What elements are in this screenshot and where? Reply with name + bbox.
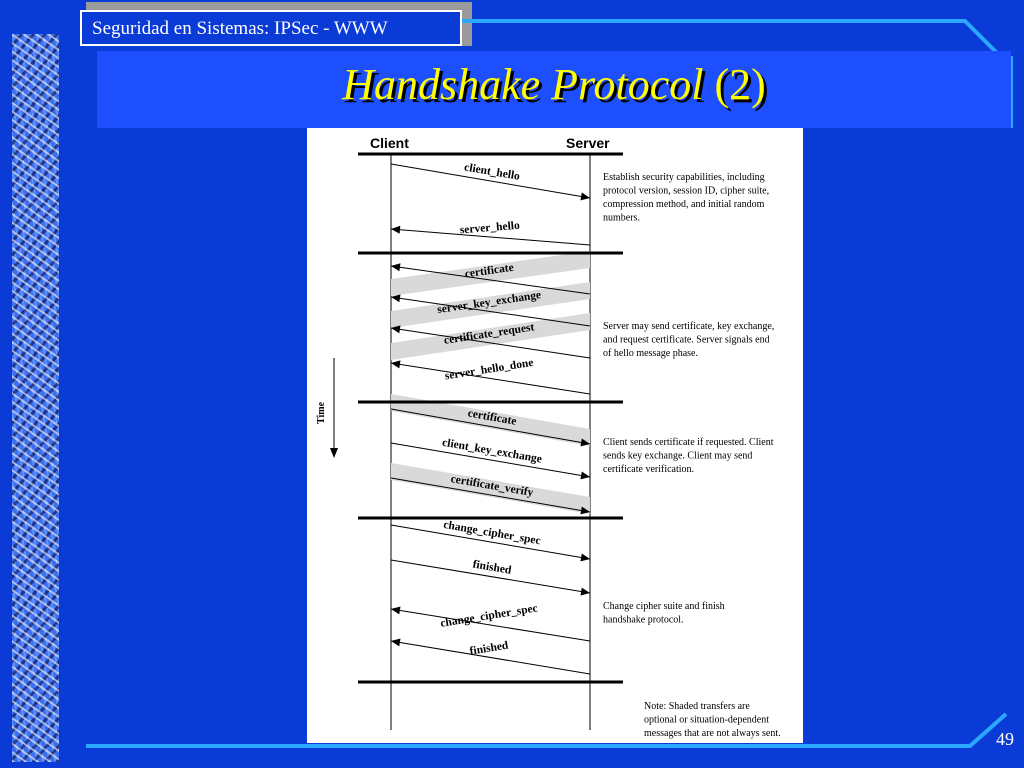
time-label: Time <box>316 401 327 424</box>
phase-description-line: handshake protocol. <box>603 615 684 626</box>
message-label: change_cipher_spec <box>440 602 539 629</box>
phase-description-line: protocol version, session ID, cipher sui… <box>603 186 769 197</box>
message-arrow-line <box>390 640 591 675</box>
note-line: optional or situation-dependent <box>644 715 769 726</box>
phase-description-line: Establish security capabilities, includi… <box>603 172 765 183</box>
message-arrowhead <box>580 553 590 562</box>
message-arrowhead <box>580 438 590 447</box>
decorative-texture-strip <box>12 34 59 762</box>
phase-description-line: certificate verification. <box>603 464 694 475</box>
message-arrowhead <box>580 587 590 596</box>
page-number: 49 <box>996 729 1014 749</box>
shaded-transfer-band <box>391 251 590 296</box>
title-suffix: (2) <box>714 60 766 109</box>
shaded-transfer-band <box>391 394 590 446</box>
shaded-transfer-band <box>391 463 590 514</box>
message-arrowhead <box>391 325 401 334</box>
message-arrow-line <box>390 163 591 199</box>
message-arrow-line <box>390 477 591 513</box>
phase-description-line: Client sends certificate if requested. C… <box>603 437 774 448</box>
message-arrow-line <box>390 362 591 395</box>
message-label: change_cipher_spec <box>443 519 542 547</box>
note-line: Note: Shaded transfers are <box>644 701 750 712</box>
message-label: server_hello <box>459 220 520 237</box>
message-arrowhead <box>391 360 401 369</box>
message-arrow-line <box>390 228 591 246</box>
client-label: Client <box>370 135 409 151</box>
course-tab: Seguridad en Sistemas: IPSec - WWW <box>80 10 462 46</box>
server-label: Server <box>566 135 610 151</box>
message-arrowhead <box>580 471 590 480</box>
message-arrowhead <box>391 294 401 303</box>
message-arrow-line <box>390 608 591 642</box>
course-title: Seguridad en Sistemas: IPSec - WWW <box>92 18 388 39</box>
message-arrow-line <box>390 408 591 445</box>
message-arrowhead <box>391 225 401 234</box>
phase-description-line: sends key exchange. Client may send <box>603 451 752 462</box>
note-line: messages that are not always sent. <box>644 728 781 739</box>
message-label: finished <box>469 639 510 657</box>
time-axis-arrowhead <box>330 448 338 458</box>
message-arrowhead <box>580 192 590 201</box>
handshake-diagram: Client Server client_hello server_hello Esta… <box>307 128 803 743</box>
slide-title-panel: Handshake Protocol (2) <box>97 51 1011 128</box>
phase-description-line: and request certificate. Server signals … <box>603 335 770 346</box>
message-arrow-line <box>390 265 591 295</box>
title-main: Handshake Protocol <box>342 60 704 109</box>
message-arrowhead <box>391 606 401 615</box>
slide-title: Handshake Protocol (2) <box>97 59 1011 110</box>
message-arrowhead <box>391 638 401 647</box>
shaded-transfer-band <box>391 313 590 360</box>
message-label: client_hello <box>463 161 521 182</box>
message-label: client_key_exchange <box>441 437 543 466</box>
phase-description-line: Server may send certificate, key exchang… <box>603 321 774 332</box>
phase-description-line: Change cipher suite and finish <box>603 601 725 612</box>
message-arrowhead <box>580 506 590 515</box>
message-arrow-line <box>390 296 591 327</box>
message-arrow-line <box>390 327 591 359</box>
phase-description-line: numbers. <box>603 213 640 224</box>
message-arrow-line <box>390 442 591 478</box>
shaded-transfer-band <box>391 282 590 328</box>
handshake-diagram-svg: Client Server client_hello server_hello Esta… <box>316 135 781 739</box>
phase-description-line: compression method, and initial random <box>603 199 765 210</box>
message-arrowhead <box>391 263 401 272</box>
message-arrow-line <box>390 559 591 594</box>
message-arrow-line <box>390 524 591 560</box>
phase-description-line: of hello message phase. <box>603 348 698 359</box>
